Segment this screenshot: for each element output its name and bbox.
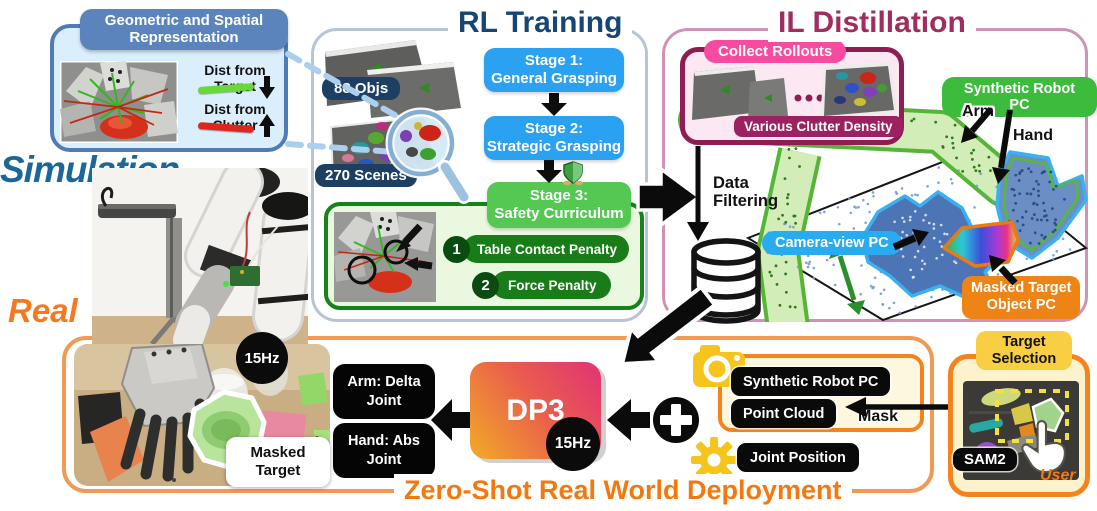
sam2-pill: SAM2 (953, 448, 1017, 471)
camera-view-pc-blob (860, 190, 1007, 298)
data-filtering-label: Data Filtering (713, 174, 779, 211)
sim-distance-rays-image (60, 61, 178, 143)
penalty-2: 2 Force Penalty (472, 271, 611, 299)
stage-2-strategic-grasping: Stage 2: Strategic Grasping (484, 116, 624, 160)
robot-arm-art (173, 168, 308, 346)
hand-point-dots (1007, 167, 1066, 245)
deployment-title: Zero-Shot Real World Deployment (394, 474, 852, 507)
policy-rate-badge: 15Hz (546, 417, 600, 471)
scenes-count-pill: 270 Scenes (315, 164, 417, 187)
penalty-1: 1 Table Contact Penalty (443, 235, 630, 263)
synthetic-robot-pc-pill: Synthetic Robot PC (942, 77, 1097, 117)
arrow-up-icon (259, 114, 275, 137)
target-selection-image (963, 381, 1079, 480)
database-icon (691, 238, 761, 324)
penalty-1-number: 1 (443, 235, 470, 263)
penalty-1-label: Table Contact Penalty (463, 235, 630, 263)
real-robot-photo (92, 168, 308, 346)
camera-tripod-icon (98, 186, 196, 346)
arm-output-box: Arm: Delta Joint (333, 364, 435, 419)
hand-output-box: Hand: Abs Joint (333, 423, 435, 478)
point-cloud-input-pill: Point Cloud (731, 399, 837, 428)
il-distillation-title: IL Distillation (768, 4, 976, 42)
hand-cursor-icon (1021, 420, 1066, 474)
stage-1-general-grasping: Stage 1: General Grasping (484, 48, 624, 92)
mask-label: Mask (858, 408, 899, 425)
penalty-2-number: 2 (472, 271, 499, 299)
selection-rectangle (995, 389, 1069, 443)
masked-target-label: Masked Target (226, 437, 330, 487)
stage-3-safety-curriculum: Stage 3: Safety Curriculum (487, 182, 631, 228)
collect-rollouts-pill: Collect Rollouts (704, 40, 847, 63)
plus-icon (653, 397, 699, 443)
table-plane (745, 150, 1088, 322)
arrow-down-icon (259, 76, 275, 99)
objects-count-pill: 88 Objs (322, 77, 401, 100)
penalty-2-label: Force Penalty (492, 271, 611, 299)
joint-position-pill: Joint Position (737, 443, 859, 472)
safety-contact-image (334, 212, 436, 302)
rollout-scenes-image (692, 62, 896, 120)
various-clutter-density-pill: Various Clutter Density (734, 116, 903, 137)
geo-representation-header: Geometric and Spatial Representation (80, 9, 288, 50)
rl-training-title: RL Training (448, 4, 633, 42)
real-label: Real (8, 292, 78, 329)
target-selection-tab: Target Selection (976, 331, 1072, 371)
camera-view-pc-pill: Camera-view PC (762, 231, 902, 255)
photo-rate-badge: 15Hz (236, 332, 288, 384)
user-label: User (1040, 467, 1076, 484)
masked-target-object-pc-pill: Masked Target Object PC (962, 276, 1081, 319)
hand-pc-label: Hand (1013, 127, 1053, 144)
synthetic-robot-pc-input-pill: Synthetic Robot PC (731, 367, 891, 396)
dp3-policy-box: DP3 (470, 362, 601, 459)
arm-pc-label: Arm (962, 103, 995, 120)
